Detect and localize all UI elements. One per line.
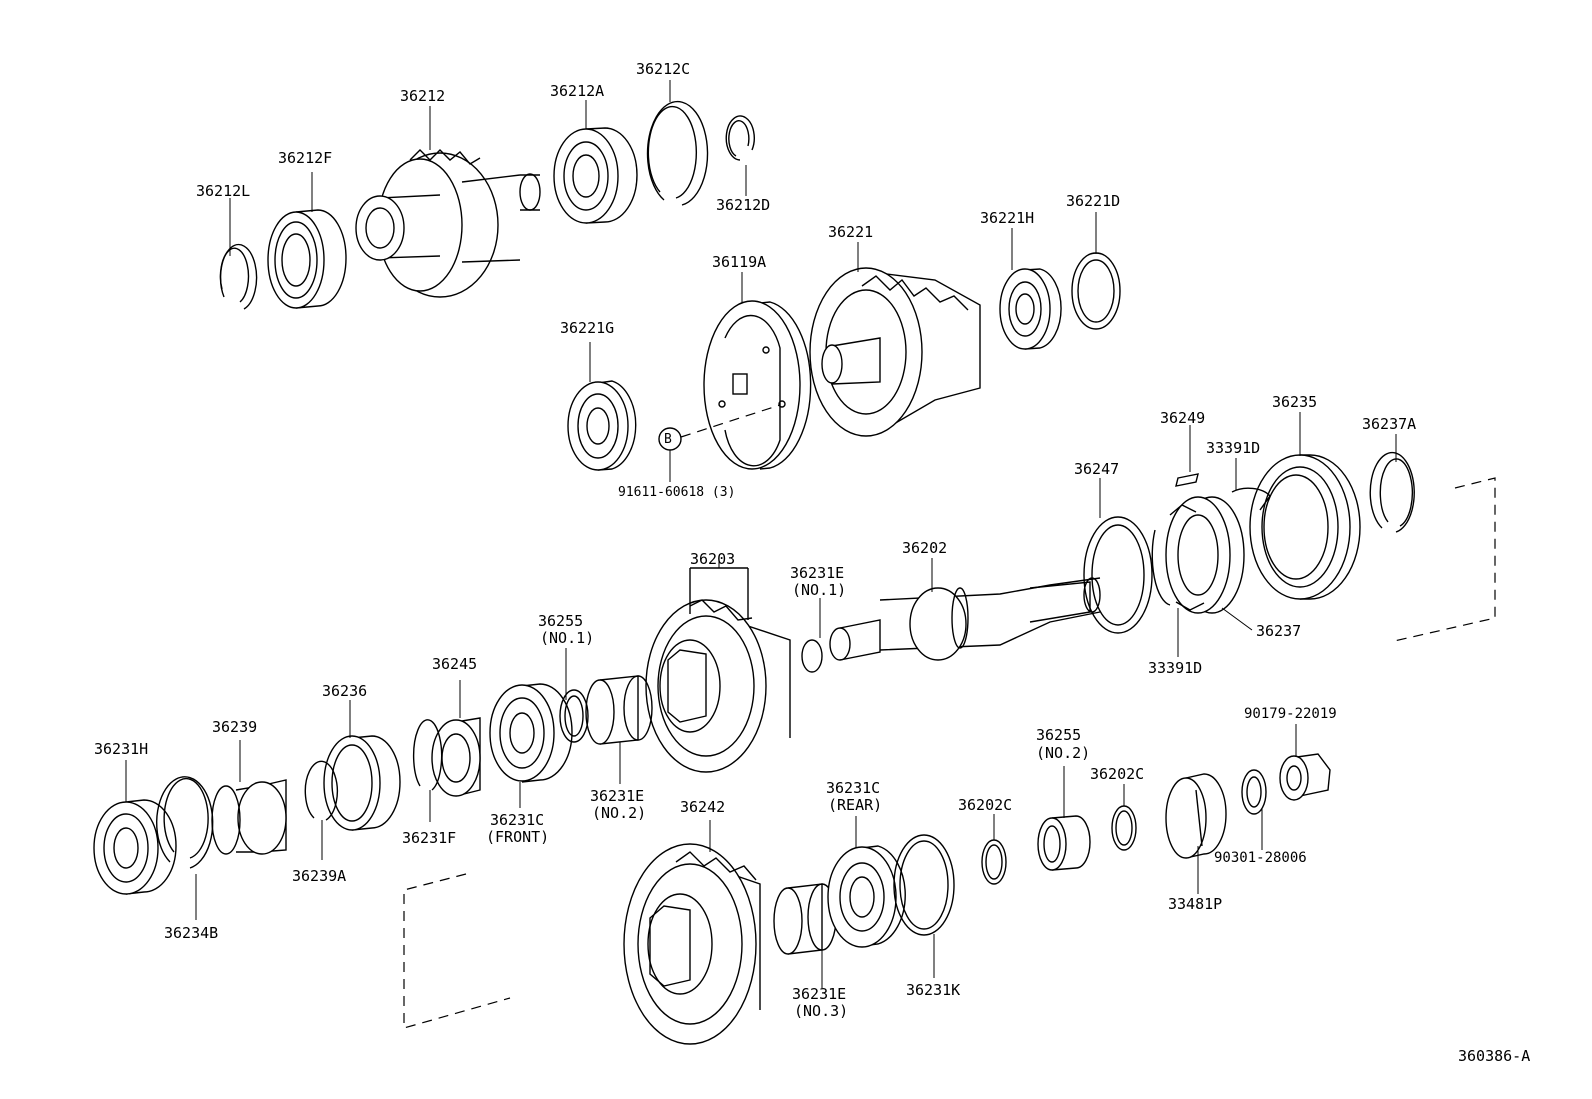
label-36221D: 36221D bbox=[1066, 192, 1121, 210]
snap-ring-36212L bbox=[219, 243, 258, 310]
gear-shaft-36212 bbox=[355, 149, 541, 298]
label-33481P: 33481P bbox=[1168, 895, 1223, 913]
label-36212L: 36212L bbox=[196, 182, 251, 200]
label-36231E-no2: 36231E bbox=[590, 787, 645, 805]
gear-36221 bbox=[809, 267, 981, 437]
bearing-36212A bbox=[553, 127, 638, 224]
ring-36234B bbox=[156, 776, 214, 869]
label-36237: 36237 bbox=[1256, 622, 1302, 640]
label-36231C-rear-note: (REAR) bbox=[828, 796, 883, 814]
shaft-36202 bbox=[801, 577, 1101, 673]
needle-bearing-36231E-no2 bbox=[585, 675, 653, 745]
label-33391D-top: 33391D bbox=[1206, 439, 1261, 457]
ring-36255-no1 bbox=[559, 689, 589, 743]
clip-36239A bbox=[304, 760, 338, 821]
bearing-36231C-rear bbox=[827, 845, 906, 948]
label-36202C-b: 36202C bbox=[1090, 765, 1145, 783]
label-36203: 36203 bbox=[690, 550, 736, 568]
bearing-36212F bbox=[267, 209, 347, 309]
label-36234B: 36234B bbox=[164, 924, 219, 942]
sleeve-33481P bbox=[1165, 773, 1227, 859]
label-36231H: 36231H bbox=[94, 740, 149, 758]
collar-36255-no2 bbox=[1037, 815, 1091, 871]
bearing-36221G bbox=[567, 380, 637, 471]
label-90179-22019: 90179-22019 bbox=[1244, 706, 1337, 722]
label-36231F: 36231F bbox=[402, 829, 457, 847]
label-36237A: 36237A bbox=[1362, 415, 1417, 433]
hub-36237 bbox=[1165, 496, 1245, 614]
label-36231E-no3: 36231E bbox=[792, 985, 847, 1003]
bearing-36231C-front bbox=[489, 683, 573, 783]
clip-36231F bbox=[412, 719, 443, 791]
snap-ring-36237A bbox=[1369, 451, 1415, 533]
label-36202: 36202 bbox=[902, 539, 948, 557]
ring-36231K bbox=[893, 834, 955, 936]
ring-36247 bbox=[1083, 516, 1153, 634]
gear-36242 bbox=[623, 843, 761, 1045]
label-36231E-no2-note: (NO.2) bbox=[592, 804, 647, 822]
spring-33391D-top bbox=[1231, 487, 1271, 511]
ring-36236 bbox=[323, 735, 401, 831]
snap-ring-36212C bbox=[646, 100, 709, 206]
label-36231C-front: 36231C bbox=[490, 811, 545, 829]
oring-90301-28006 bbox=[1241, 769, 1267, 815]
label-36236: 36236 bbox=[322, 682, 368, 700]
label-33391D-bottom: 33391D bbox=[1148, 659, 1203, 677]
sleeve-36235 bbox=[1249, 454, 1361, 600]
label-36231K: 36231K bbox=[906, 981, 961, 999]
label-36231E-no1-note: (NO.1) bbox=[792, 581, 847, 599]
label-36245: 36245 bbox=[432, 655, 478, 673]
label-36247: 36247 bbox=[1074, 460, 1120, 478]
spring-33391D-bottom bbox=[1151, 529, 1171, 606]
label-36249: 36249 bbox=[1160, 409, 1206, 427]
label-36119A: 36119A bbox=[712, 253, 767, 271]
washer-36202C-b bbox=[1111, 805, 1137, 851]
label-36221G: 36221G bbox=[560, 319, 615, 337]
label-36255-no1: 36255 bbox=[538, 612, 584, 630]
label-36212F: 36212F bbox=[278, 149, 333, 167]
label-36242: 36242 bbox=[680, 798, 726, 816]
label-36231C-rear: 36231C bbox=[826, 779, 881, 797]
label-36221H: 36221H bbox=[980, 209, 1035, 227]
label-91611-60618: 91611-60618 (3) bbox=[618, 485, 736, 500]
nut-90179-22019 bbox=[1279, 753, 1331, 801]
drawing-number: 360386-A bbox=[1458, 1047, 1531, 1065]
label-36221: 36221 bbox=[828, 223, 874, 241]
label-36231C-front-note: (FRONT) bbox=[486, 828, 550, 846]
label-90301-28006: 90301-28006 bbox=[1214, 850, 1307, 866]
label-36239A: 36239A bbox=[292, 867, 347, 885]
bearing-36221H bbox=[999, 268, 1062, 350]
label-36212D: 36212D bbox=[716, 196, 771, 214]
label-36212A: 36212A bbox=[550, 82, 605, 100]
label-36239: 36239 bbox=[212, 718, 258, 736]
label-36255-no2-note: (NO.2) bbox=[1036, 744, 1091, 762]
clip-36212D bbox=[725, 115, 755, 161]
key-36249 bbox=[1175, 473, 1199, 487]
label-36255-no2: 36255 bbox=[1036, 726, 1082, 744]
label-36212: 36212 bbox=[400, 87, 446, 105]
washer-36202C-a bbox=[981, 839, 1007, 885]
label-36231E-no1: 36231E bbox=[790, 564, 845, 582]
marker-b-label: B bbox=[664, 432, 672, 447]
label-36235: 36235 bbox=[1272, 393, 1318, 411]
gear-ring-36245 bbox=[431, 717, 481, 797]
label-36202C-a: 36202C bbox=[958, 796, 1013, 814]
plate-36119A bbox=[703, 300, 812, 470]
gear-36239 bbox=[211, 779, 287, 855]
label-36212C: 36212C bbox=[636, 60, 691, 78]
ring-36221D bbox=[1071, 252, 1121, 330]
needle-bearing-36231E-no3 bbox=[773, 883, 837, 955]
label-36255-no1-note: (NO.1) bbox=[540, 629, 595, 647]
gear-36203 bbox=[645, 599, 791, 773]
label-36231E-no3-note: (NO.3) bbox=[794, 1002, 849, 1020]
